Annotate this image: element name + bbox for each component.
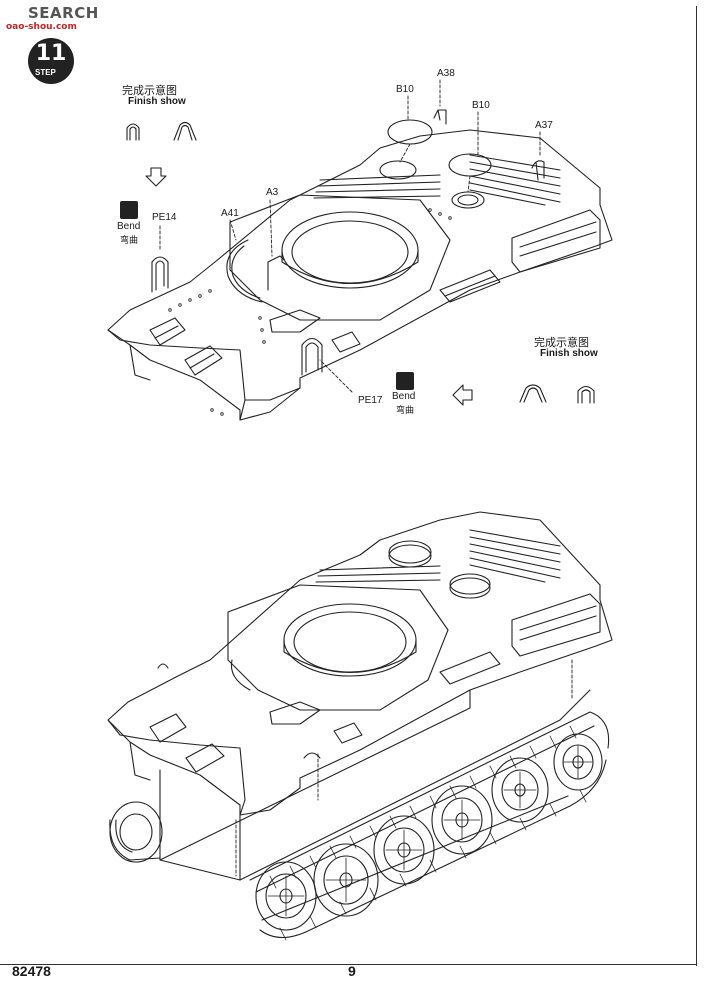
hull-top-exploded	[107, 129, 613, 421]
part-label-b10: B10	[396, 84, 414, 95]
finish-show-right-cn: 完成示意图	[534, 336, 589, 349]
part-label-pe17: PE17	[358, 395, 383, 406]
part-pe14-handle	[151, 256, 169, 293]
part-label-a37: A37	[535, 120, 553, 131]
part-a38-clip	[433, 109, 447, 125]
bend-shape-icon	[519, 384, 595, 404]
finish-show-top-cn: 完成示意图	[122, 84, 177, 97]
product-code: 82478	[12, 963, 51, 979]
tank-assembled	[107, 511, 613, 941]
finish-show-right-en: Finish show	[540, 348, 598, 359]
finish-show-top-en: Finish show	[128, 96, 186, 107]
part-a37-clip	[531, 160, 545, 181]
bend-left-cn: 弯曲	[120, 236, 139, 246]
road-wheels	[255, 733, 603, 931]
page-frame-bottom	[0, 964, 697, 965]
part-a3-handle	[267, 255, 285, 291]
bend-right-cn: 弯曲	[396, 406, 415, 416]
arrow-down-icon	[145, 167, 167, 187]
part-pe17-handle	[301, 337, 323, 376]
page-number: 9	[348, 963, 356, 979]
page-frame-right	[696, 6, 697, 966]
step-number: 11	[35, 41, 67, 66]
part-a41-rail	[231, 245, 261, 299]
bend-right-en: Bend	[392, 391, 416, 402]
part-label-pe14: PE14	[152, 212, 177, 223]
watermark-text: SEARCH	[28, 4, 99, 22]
part-b10-disc	[387, 119, 433, 145]
step-label: STEP	[35, 68, 56, 77]
arrow-left-icon	[452, 384, 473, 406]
part-a41-rail	[226, 239, 263, 303]
bend-icon	[396, 372, 414, 390]
bend-icon	[120, 201, 138, 219]
step-badge: 11 STEP	[28, 38, 74, 84]
bend-shape-icon	[126, 121, 197, 141]
drive-sprocket	[109, 801, 163, 863]
part-label-a3: A3	[266, 187, 279, 198]
watermark-url: oao-shou.com	[6, 22, 77, 32]
part-label-b10: B10	[472, 100, 490, 111]
part-label-a41: A41	[221, 208, 239, 219]
bend-left-en: Bend	[117, 221, 141, 232]
part-label-a38: A38	[437, 68, 455, 79]
